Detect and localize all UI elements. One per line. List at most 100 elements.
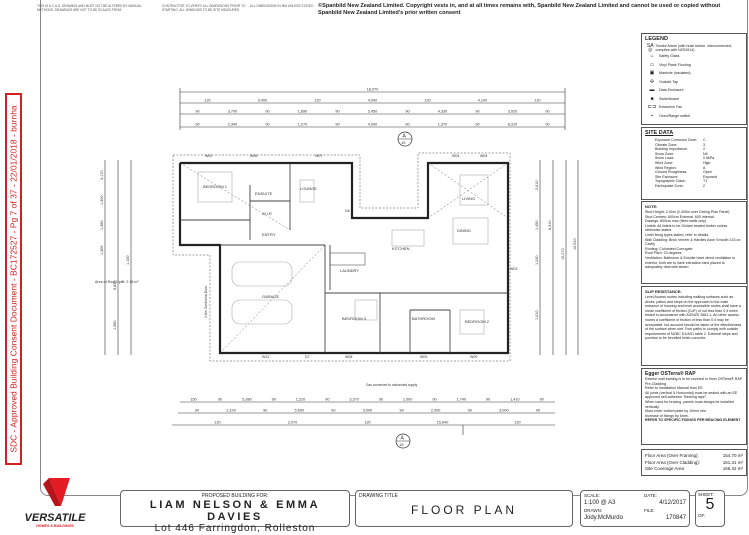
drawing-title-label: DRAWING TITLE xyxy=(359,493,398,499)
egger-panel: Egger OSTerra® RAP Exterior wall framing… xyxy=(641,368,747,445)
dimension-label: 10,270 xyxy=(561,248,565,260)
room-label-bathroom: BATHROOM xyxy=(412,316,435,321)
site-data-value: 2 xyxy=(703,147,705,152)
vinyl-plank-icon: ▭ xyxy=(649,61,655,68)
site-data-row: Wind Region:A xyxy=(645,166,743,171)
site-data-key: Snow Zone: xyxy=(655,151,675,156)
dimension-label: 90 xyxy=(195,409,199,413)
dimension-label: 2,340 xyxy=(228,123,238,127)
copyright-notice: ©Spanbild New Zealand Limited. Copyright… xyxy=(318,3,721,16)
site-data-row: Ground Roughness:Open xyxy=(645,170,743,175)
dimension-label: 18,070 xyxy=(367,88,379,92)
drawing-title-box: DRAWING TITLE FLOOR PLAN xyxy=(355,490,573,527)
room-label-entry: ENTRY xyxy=(262,232,276,237)
roof-outline xyxy=(172,152,511,362)
legend-label: Outside Tap xyxy=(659,79,679,84)
client-name: LIAM NELSON & EMMA DAVIES xyxy=(149,499,321,523)
dimension-label: 9,400 xyxy=(258,99,268,103)
cad-note: THIS IS A C.A.D. DRAWING AND MUST NOT BE… xyxy=(37,4,142,12)
dimension-label: 1,100 xyxy=(126,255,130,265)
legend-label: Oven/Range switch xyxy=(659,113,691,118)
dimension-label: 90 xyxy=(432,398,436,402)
safety-glass-icon: ⌂ xyxy=(650,53,654,60)
manhole-icon: ▣ xyxy=(649,70,655,77)
site-data-key: Site Exposure: xyxy=(655,174,679,179)
window-label: W06 xyxy=(250,154,257,158)
date-value: 4/12/2017 xyxy=(659,499,686,506)
dimension-label: 90 xyxy=(399,409,403,413)
drawing-title: FLOOR PLAN xyxy=(410,503,518,517)
data-enclosure-icon: ▬ xyxy=(649,87,655,94)
legend-label: Switchboard xyxy=(659,96,679,101)
note-line: Ventilation: Bathroom & Ensuite have dir… xyxy=(645,255,736,270)
site-data-key: Topographic Class: xyxy=(655,179,686,184)
scale-label: SCALE: xyxy=(584,493,601,498)
dimension-label: 2,100 xyxy=(226,409,236,413)
note-line: Dwangs: 800crs max (fixed walls only) xyxy=(645,219,707,224)
area-label: Site Coverage Area xyxy=(645,466,685,471)
egger-line: Exterior wall framing is to be covered i… xyxy=(645,377,743,386)
legend-item: ⊏⊐Extraction Fan xyxy=(645,104,743,113)
section-marker-bottom: A15 xyxy=(395,433,411,449)
legend-label: Extraction Fan xyxy=(659,105,683,110)
room-label-bedroom-1: BEDROOM 1 xyxy=(203,184,228,189)
dimension-label: 120 xyxy=(204,99,210,103)
dimension-label: 5,830 xyxy=(113,280,117,290)
sheet-label: SHEET: xyxy=(698,492,714,497)
room-label-lounge: LOUNGE xyxy=(300,186,317,191)
site-data-value: Open xyxy=(703,170,712,175)
dimension-label: 2,070 xyxy=(288,421,298,425)
note-line: Wall Cladding: Brick Veneer & Hardies Ax… xyxy=(645,237,741,247)
dimension-label: 3,000 xyxy=(363,409,373,413)
legend-label: Safety Glass xyxy=(659,54,680,59)
dimension-label: 90 xyxy=(335,110,339,114)
slip-title: SLIP RESISTANCE: xyxy=(645,289,682,294)
dimension-label: 5,380 xyxy=(242,398,252,402)
dimension-label: 1,740 xyxy=(456,398,466,402)
window-label: D7 xyxy=(305,355,310,359)
dimension-label: 3,170 xyxy=(100,170,104,180)
furniture xyxy=(197,171,489,335)
dimension-label: 3,000 xyxy=(499,409,509,413)
site-address: Lot 446 Farringdon, Rolleston xyxy=(154,523,316,534)
site-data-value: 2 xyxy=(703,183,705,188)
dimension-label: 1,890 xyxy=(298,110,308,114)
site-data-row: Snow Zone:N4 xyxy=(645,152,743,157)
sheet-number: 5 xyxy=(705,496,715,513)
note-line: Stud Height: 2.40m (2.405m over Ceiling … xyxy=(645,210,730,214)
dimension-label: 90 xyxy=(218,398,222,402)
dimension-label: 1,000 xyxy=(403,398,413,402)
dimension-label: 15,640 xyxy=(437,421,449,425)
garage-door-note: 4.8m Sectional Door xyxy=(204,285,208,318)
site-data-value: Exposed xyxy=(703,174,717,179)
area-label: Floor Area (Over Cladding): xyxy=(645,459,701,465)
dimension-label: 120 xyxy=(314,99,320,103)
site-data-value: A xyxy=(703,165,706,170)
site-data-value: 0.5kPa xyxy=(703,156,715,161)
smoke-alarm-icon: SA ◎ xyxy=(646,42,654,54)
dimension-label: 90 xyxy=(265,110,269,114)
egger-title: Egger OSTerra® RAP xyxy=(645,371,696,377)
dimension-label: 1,300 xyxy=(100,195,104,205)
dimension-label: 90 xyxy=(379,398,383,402)
site-data-row: Building Importance:2 xyxy=(645,147,743,152)
dimension-label: 90 xyxy=(272,398,276,402)
verify-note: CONTRACTOR TO VERIFY ALL DIMENSIONS PRIO… xyxy=(162,4,246,12)
legend-item: ▣Manhole (insulated) xyxy=(645,70,743,79)
dimension-label: 3,450 xyxy=(368,110,378,114)
legend-item: ■Switchboard xyxy=(645,95,743,104)
site-data-row: Exposure Corrosion Zone:C xyxy=(645,138,743,143)
of-label: OF: xyxy=(698,513,706,518)
file-number: 170847 xyxy=(665,514,686,521)
note-line: Roofing: Colorsteel Corrugate xyxy=(645,246,693,251)
dimension-label: 120 xyxy=(514,421,520,425)
dimension-label: 90 xyxy=(468,409,472,413)
room-label-laundry: LAUNDRY xyxy=(340,268,359,273)
dimension-label: 1,240 xyxy=(535,255,539,265)
dimension-label: 90 xyxy=(405,123,409,127)
egger-line: Must cover bottom plate by 10mm min. xyxy=(645,409,707,414)
dimension-label: 150 xyxy=(190,398,196,402)
dimension-label: 5,600 xyxy=(295,409,305,413)
